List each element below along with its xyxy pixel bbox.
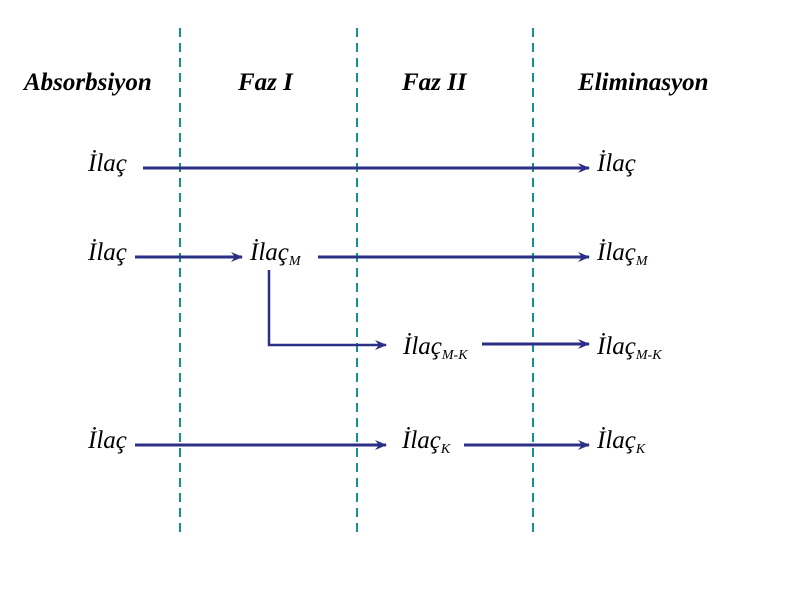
row4-conjugate-eliminated: İlaçK (597, 427, 646, 457)
metabolite-conjugate-subscript: M-K (441, 348, 468, 363)
row3-metabolite-conjugate: İlaçM-K (403, 333, 468, 363)
header-phase1: Faz I (238, 69, 293, 96)
row1-drug-source: İlaç (88, 150, 127, 177)
metabolite-subscript: M (635, 254, 648, 269)
row2-metabolite: İlaçM (250, 239, 301, 269)
row4-drug-source: İlaç (88, 427, 127, 454)
row3-metabolite-conjugate-eliminated: İlaçM-K (597, 333, 662, 363)
row1-drug-eliminated: İlaç (597, 150, 636, 177)
conjugate-subscript: K (440, 442, 451, 457)
row4-conjugate: İlaçK (402, 427, 451, 457)
metabolite-subscript: M (288, 254, 301, 269)
header-elimination: Eliminasyon (578, 69, 709, 96)
header-absorption: Absorbsiyon (24, 69, 152, 96)
row2-metabolite-eliminated: İlaçM (597, 239, 648, 269)
row2-drug-source: İlaç (88, 239, 127, 266)
metabolite-conjugate-subscript: M-K (635, 348, 662, 363)
arrow-row3-metabolite-to-conjugate (267, 270, 387, 350)
conjugate-subscript: K (635, 442, 646, 457)
header-phase2: Faz II (402, 69, 467, 96)
